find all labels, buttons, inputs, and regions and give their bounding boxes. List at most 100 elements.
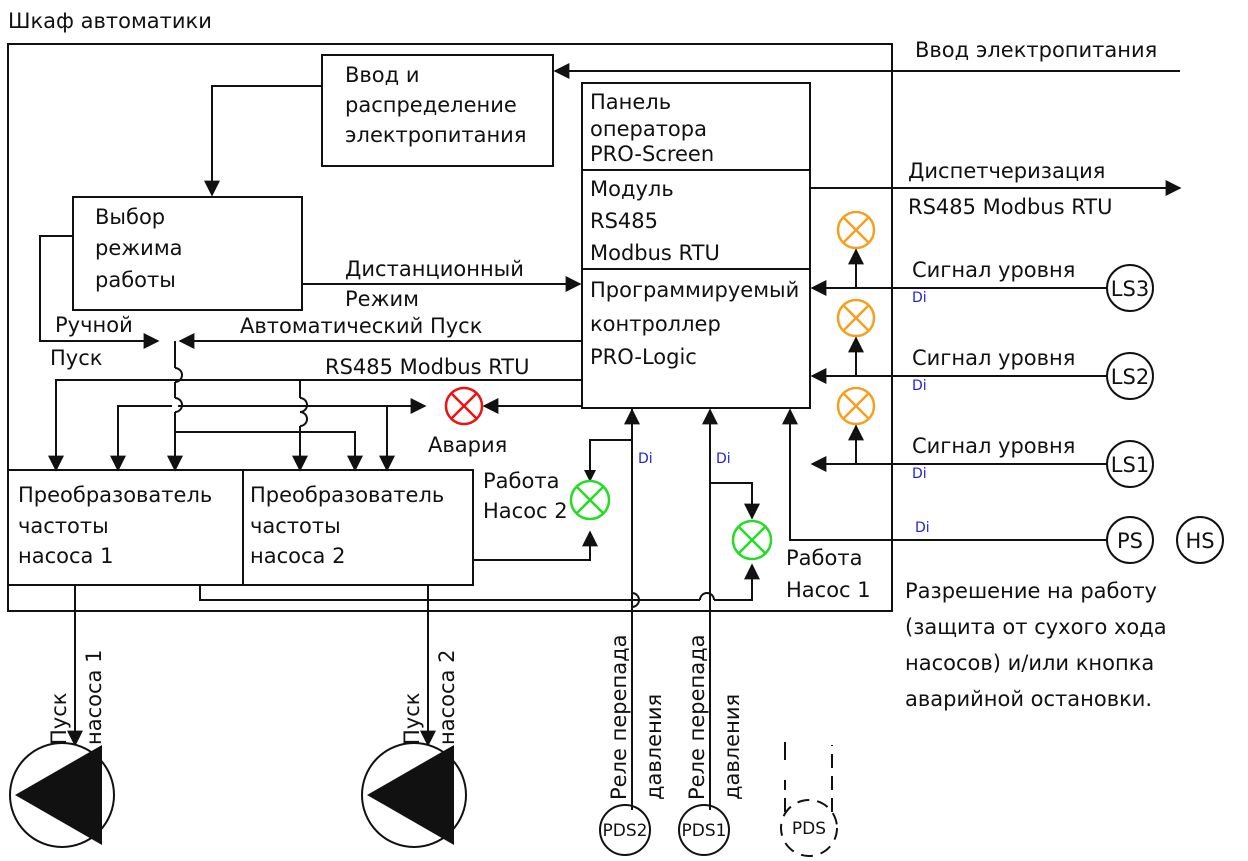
operator-panel-line1: Панель bbox=[590, 90, 671, 114]
pds2-relay-label2: давления bbox=[642, 694, 666, 800]
plc-line1: Программируемый bbox=[590, 278, 799, 302]
power-input-label: Ввод электропитания bbox=[915, 38, 1157, 62]
pds1-di-label: Di bbox=[716, 451, 731, 467]
pds1-relay-label1: Реле перепада bbox=[685, 635, 709, 801]
mode-select-line2: режима bbox=[95, 236, 183, 260]
plc-to-run2-line bbox=[589, 408, 633, 478]
pds2-label: PDS2 bbox=[603, 821, 648, 841]
pump2-run-lamp-icon bbox=[569, 479, 611, 521]
mode-select-line1: Выбор bbox=[95, 205, 165, 229]
bus-to-vfd1 bbox=[48, 379, 582, 472]
vfd1-to-run1-line-b bbox=[714, 563, 760, 601]
hs-label: HS bbox=[1185, 529, 1214, 553]
pump1-start-label-group: Пуск bbox=[47, 693, 71, 745]
alarm-return-vfd1 bbox=[110, 405, 172, 472]
pds1-relay-label-group2: давления bbox=[720, 694, 744, 800]
ls1-sensor bbox=[1106, 440, 1154, 488]
level-signal-3-label: Сигнал уровня bbox=[912, 258, 1075, 282]
permission-line2: (защита от сухого хода bbox=[905, 615, 1167, 639]
ls2-di-label: Di bbox=[912, 378, 927, 394]
pump2-start-label2: насоса 2 bbox=[435, 650, 459, 745]
power-to-mode-line bbox=[204, 85, 322, 197]
operator-panel-line3: PRO-Screen bbox=[590, 142, 714, 166]
bus-hop-2 bbox=[299, 411, 308, 427]
cabinet-label: Шкаф автоматики bbox=[8, 9, 212, 33]
rs485-module-line2: RS485 bbox=[590, 209, 658, 233]
pump2-start-label-group: Пуск bbox=[400, 693, 424, 745]
manual-start-label2: Пуск bbox=[50, 346, 102, 370]
pump1-run-label1: Работа bbox=[786, 546, 862, 570]
level-signal-2-label: Сигнал уровня bbox=[912, 346, 1075, 370]
vfd2-block bbox=[242, 469, 474, 586]
dispatch-label: Диспетчеризация bbox=[908, 159, 1105, 183]
pump2-start-label-group2: насоса 2 bbox=[435, 650, 459, 745]
vfd2-line3: насоса 2 bbox=[250, 544, 345, 568]
pump2-run-label2: Насос 2 bbox=[483, 499, 568, 523]
rs485-module-line3: Modbus RTU bbox=[590, 241, 720, 265]
ls3-label: LS3 bbox=[1111, 277, 1149, 301]
mode-select-line3: работы bbox=[95, 268, 176, 292]
remote-mode-label2: Режим bbox=[345, 287, 419, 311]
pump2-run-label1: Работа bbox=[483, 469, 559, 493]
power-distribution-line2: распределение bbox=[345, 93, 517, 117]
ps-di-label: Di bbox=[915, 520, 930, 536]
ps-signal-line bbox=[782, 408, 1107, 541]
pds1-sensor bbox=[678, 804, 730, 856]
start-trunk-hop-1 bbox=[174, 367, 183, 383]
run2-arrow bbox=[584, 470, 596, 482]
pds1-relay-label-group: Реле перепада bbox=[685, 635, 709, 801]
pump1-run-label2: Насос 1 bbox=[786, 578, 871, 602]
plc-line2: контроллер bbox=[590, 312, 721, 336]
auto-start-label: Автоматический Пуск bbox=[240, 314, 482, 338]
pds2-relay-label-group2: давления bbox=[642, 694, 666, 800]
pds-optional-sensor bbox=[780, 742, 838, 857]
vfd2-to-run2-line bbox=[473, 530, 598, 561]
run1-hop bbox=[699, 592, 715, 601]
power-distribution-block bbox=[321, 54, 554, 167]
vfd2-line2: частоты bbox=[250, 514, 341, 538]
pds2-relay-label1: Реле перепада bbox=[607, 635, 631, 801]
pds2-hop bbox=[631, 592, 640, 608]
ps-label: PS bbox=[1117, 529, 1143, 553]
start-to-vfd2 bbox=[175, 431, 363, 472]
alarm-lamp-icon bbox=[444, 386, 484, 426]
pds1-label: PDS1 bbox=[682, 821, 727, 841]
vfd1-line1: Преобразователь bbox=[18, 483, 212, 507]
level-signal-1-label: Сигнал уровня bbox=[912, 434, 1075, 458]
remote-mode-label1: Дистанционный bbox=[345, 257, 524, 281]
pump1-start-label2: насоса 1 bbox=[82, 650, 106, 745]
manual-start-label1: Ручной bbox=[55, 313, 133, 337]
alarm-label: Авария bbox=[428, 433, 507, 457]
permission-line3: насосов) и/или кнопка bbox=[905, 651, 1154, 675]
controller-stack bbox=[581, 82, 811, 409]
ps-sensor bbox=[1106, 516, 1154, 564]
vfd1-to-run1-line-a bbox=[199, 585, 700, 601]
rs485-module-line1: Модуль bbox=[590, 177, 674, 201]
pds1-relay-label2: давления bbox=[720, 694, 744, 800]
bus-label: RS485 Modbus RTU bbox=[325, 355, 530, 379]
ls2-sensor bbox=[1106, 352, 1154, 400]
ls1-label: LS1 bbox=[1111, 453, 1149, 477]
plc-line3: PRO-Logic bbox=[590, 345, 697, 369]
pds1-to-run1-line bbox=[710, 482, 760, 520]
pump1-icon bbox=[9, 742, 115, 848]
vfd1-line2: частоты bbox=[18, 514, 109, 538]
pump2-icon bbox=[361, 742, 467, 848]
level-lamp-2-icon bbox=[836, 298, 876, 338]
vfd2-line1: Преобразователь bbox=[250, 483, 444, 507]
ls2-label: LS2 bbox=[1111, 365, 1149, 389]
dispatch-protocol-label: RS485 Modbus RTU bbox=[908, 195, 1113, 219]
cabinet-outline bbox=[7, 43, 893, 612]
power-distribution-line1: Ввод и bbox=[345, 63, 419, 87]
level-lamp-1-icon bbox=[836, 386, 876, 426]
manual-start-line bbox=[39, 235, 160, 349]
pump1-start-label1: Пуск bbox=[47, 693, 71, 745]
pds2-relay-label-group: Реле перепада bbox=[607, 635, 631, 801]
level-lamp-3-icon bbox=[836, 210, 876, 250]
power-distribution-line3: электропитания bbox=[345, 123, 526, 147]
pds2-di-label: Di bbox=[638, 451, 653, 467]
pump1-run-lamp-icon bbox=[731, 519, 773, 561]
ls1-di-label: Di bbox=[912, 466, 927, 482]
